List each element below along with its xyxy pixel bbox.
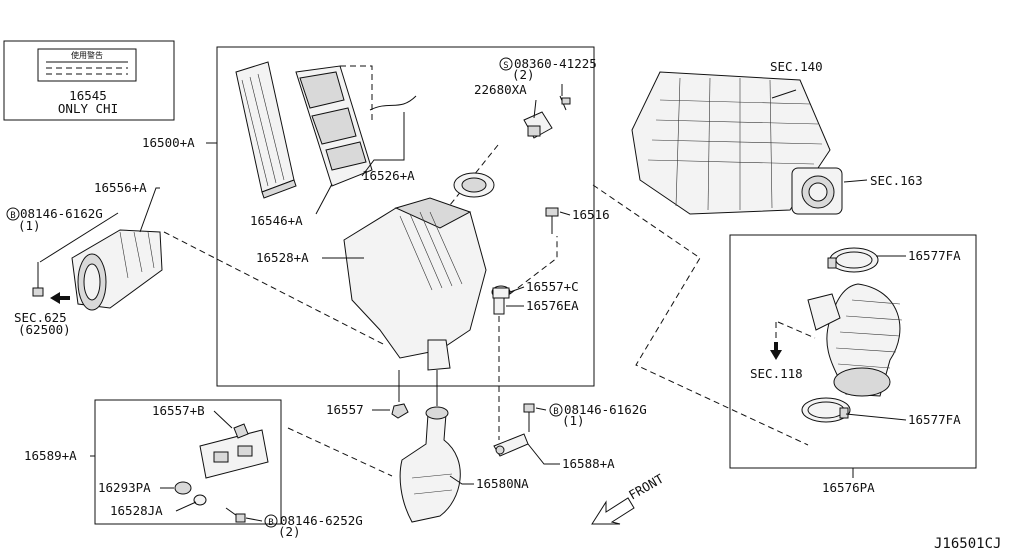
circled-s-symbol: S <box>499 57 513 71</box>
bracket-kit-box <box>94 399 282 525</box>
part-16526a-label: 16526+A <box>362 168 415 183</box>
only-chi-label: ONLY CHI <box>58 101 118 116</box>
circled-b-symbol-c: B <box>264 514 278 528</box>
part-16500a-label: 16500+A <box>142 135 195 150</box>
part-16557-label: 16557 <box>326 402 364 417</box>
part-16580na-label: 16580NA <box>476 476 529 491</box>
arrow-sec118-icon <box>770 342 782 360</box>
part-16293pa-label: 16293PA <box>98 480 151 495</box>
bolt-08146-6162g-part <box>523 403 535 432</box>
qty2-a-label: (2) <box>512 67 535 82</box>
circled-b-symbol-b: B <box>549 403 563 417</box>
mass-air-flow-sensor-part <box>523 95 571 139</box>
part-16576ea-label: 16576EA <box>526 298 579 313</box>
air-filter-element-part <box>235 61 297 199</box>
grommet-16557-part <box>391 403 409 419</box>
diagram-code-label: J16501CJ <box>934 536 1001 552</box>
label-jp-text: 使用警告 <box>71 50 103 60</box>
hose-clamp-lower-part <box>801 397 851 423</box>
grommet-16557c-part <box>491 285 511 299</box>
part-16576pa-label: 16576PA <box>822 480 875 495</box>
collar-16528ja-part <box>193 494 207 506</box>
sym-b-b: B <box>553 407 558 417</box>
resonator-cover-part <box>295 65 417 187</box>
sym-b-a: B <box>10 211 15 221</box>
bolt-duct-part <box>32 262 44 297</box>
arrow-sec625-icon <box>50 292 70 304</box>
front-arrow-icon <box>591 497 635 525</box>
part-08146-6252g-label: 08146-6252G <box>280 513 363 528</box>
leader-lines <box>39 84 907 522</box>
part-08146-6162g-b-label: 08146-6162G <box>564 402 647 417</box>
part-16577fa-b-label: 16577FA <box>908 412 961 427</box>
part-16588a-label: 16588+A <box>562 456 615 471</box>
air-hose-part <box>807 283 903 397</box>
n62500-label: (62500) <box>18 322 71 337</box>
part-16577fa-a-label: 16577FA <box>908 248 961 263</box>
warning-label-icon <box>37 48 137 82</box>
sec118-label: SEC.118 <box>750 366 803 381</box>
sym-s: S <box>503 61 508 71</box>
label-16545-box <box>3 40 175 121</box>
sym-b-c: B <box>268 518 273 528</box>
bolt-08146-6252g-part <box>225 507 246 523</box>
throttle-body-part <box>791 167 843 215</box>
hose-clamp-upper-part <box>827 247 879 273</box>
part-16557b-label: 16557+B <box>152 403 205 418</box>
part-16557c-label: 16557+C <box>526 279 579 294</box>
part-16516-label: 16516 <box>572 207 610 222</box>
sec625-label: SEC.625 <box>14 310 67 325</box>
resonator-16580na-part <box>399 406 461 523</box>
intake-manifold-part <box>631 71 831 215</box>
air-duct-part <box>71 229 163 311</box>
bolt-16516-part <box>545 207 559 234</box>
air-cleaner-box <box>216 46 595 387</box>
bracket-16589a-part <box>199 429 269 479</box>
sec163-label: SEC.163 <box>870 173 923 188</box>
front-label: FRONT <box>626 471 666 503</box>
qty1-b-label: (1) <box>562 413 585 428</box>
grommet-16293pa-part <box>174 481 192 495</box>
grommet-16557b-part <box>233 423 249 439</box>
qty1-a-label: (1) <box>18 218 41 233</box>
part-16528a-label: 16528+A <box>256 250 309 265</box>
part-22680xa-label: 22680XA <box>474 82 527 97</box>
qty2-b-label: (2) <box>278 524 301 539</box>
collar-16576ea-part <box>493 297 505 315</box>
part-16556a-label: 16556+A <box>94 180 147 195</box>
sec140-label: SEC.140 <box>770 59 823 74</box>
part-08146-6162g-a-label: 08146-6162G <box>20 206 103 221</box>
part-16528ja-label: 16528JA <box>110 503 163 518</box>
part-16589a-label: 16589+A <box>24 448 77 463</box>
part-16545-label: 16545 <box>69 88 107 103</box>
part-08360-41225-label: 08360-41225 <box>514 56 597 71</box>
circled-b-symbol-a: B <box>6 207 20 221</box>
air-cleaner-body-part <box>343 172 495 371</box>
part-16546a-label: 16546+A <box>250 213 303 228</box>
